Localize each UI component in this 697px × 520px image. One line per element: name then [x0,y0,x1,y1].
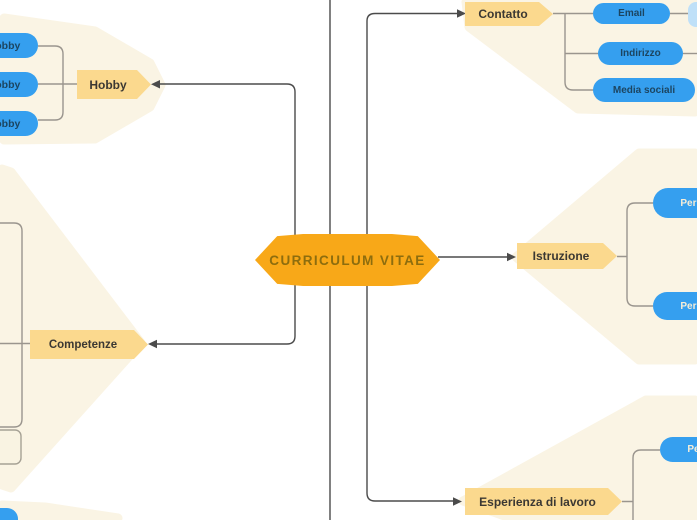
edge-node-beige [0,429,22,465]
topic-esperienza[interactable]: Esperienza di lavoro [465,488,622,515]
subtopic-hobby-1-label: Hobby [0,39,21,52]
subtopic-media-sociali-label: Media sociali [612,84,676,96]
topic-istruzione[interactable]: Istruzione [517,243,617,269]
arrowhead-hobby [151,80,160,89]
edge-node-blue-bottom-left [0,508,18,520]
arrowhead-esperienza [453,497,462,506]
edge-node-email-child [688,2,697,27]
subtopic-esperienza-periodo-label: Periodo [687,444,697,455]
region-bottom-left [0,500,123,520]
topic-esperienza-label: Esperienza di lavoro [479,494,596,509]
subtopic-hobby-3-label: Hobby [0,117,21,130]
topic-contatto[interactable]: Contatto [465,2,553,26]
subtopic-indirizzo-label: Indirizzo [620,48,661,59]
center-topic-label: CURRICULUM VITAE [269,252,426,268]
subtopic-media-sociali[interactable]: Media sociali [593,78,695,102]
subtopic-istruzione-periodo-1-label: Periodo [680,197,697,209]
subtopic-istruzione-periodo-2[interactable]: Periodo [653,292,697,320]
subtopic-istruzione-periodo-2-label: Periodo [680,300,697,312]
subtopic-hobby-1[interactable]: Hobby [0,33,38,58]
subtopic-email-label: Email [618,8,645,19]
center-topic[interactable]: CURRICULUM VITAE [255,234,440,286]
subtopic-email[interactable]: Email [593,3,670,24]
region-competenze [0,164,146,493]
contatto-children-spine [553,12,599,91]
arrowhead-istruzione [507,252,516,262]
main-link-left [155,83,296,345]
hobby-children-spine [38,45,78,121]
arrowhead-competenze [148,339,157,349]
topic-hobby[interactable]: Hobby [77,70,151,99]
topic-competenze-label: Competenze [48,338,118,351]
subtopic-istruzione-periodo-1[interactable]: Periodo [653,188,697,218]
istruzione-children-spine [617,202,653,307]
subtopic-hobby-3[interactable]: Hobby [0,111,38,136]
subtopic-indirizzo[interactable]: Indirizzo [598,42,683,65]
topic-contatto-label: Contatto [478,7,528,21]
topic-hobby-label: Hobby [89,77,127,92]
topic-istruzione-label: Istruzione [532,249,590,263]
subtopic-esperienza-periodo[interactable]: Periodo [660,437,697,462]
arrowhead-contatto [457,9,466,18]
subtopic-hobby-2[interactable]: Hobby [0,72,38,97]
subtopic-hobby-2-label: Hobby [0,78,21,91]
esperienza-children-spine [622,449,660,520]
topic-competenze[interactable]: Competenze [30,330,148,359]
competenze-children-spine [0,222,31,428]
